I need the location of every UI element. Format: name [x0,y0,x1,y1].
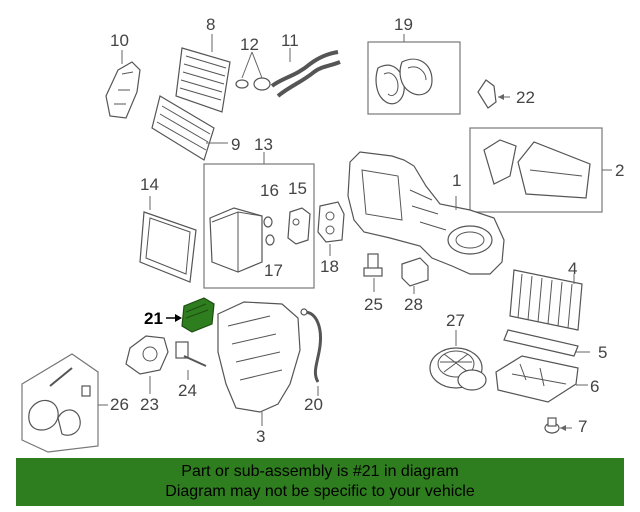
callout-1: 1 [452,171,462,190]
part-14-filter-frame [139,196,197,283]
callout-26: 26 [110,395,129,414]
callout-13: 13 [254,135,273,154]
part-5-seal [503,329,590,357]
banner-line-disclaimer: Diagram may not be specific to your vehi… [165,483,475,500]
callout-15: 15 [288,179,307,198]
callout-9: 9 [231,135,241,154]
callout-27: 27 [446,311,465,330]
callout-18: 18 [320,257,339,276]
part-11-ac-pipes [270,48,341,98]
callout-24: 24 [178,381,197,400]
part-26-kit [21,353,108,453]
part-24-sensor [175,341,207,380]
part-22-clip [477,79,510,109]
callout-19: 19 [394,15,413,34]
callout-14: 14 [140,175,159,194]
part-25-drain [363,253,383,292]
part-4-cabin-filter [509,269,583,331]
part-19-gaskets [367,34,461,115]
part-12-o-rings [235,51,271,91]
callout-12: 12 [240,35,259,54]
part-1-hvac-housing [347,151,505,275]
callout-5: 5 [598,343,608,362]
diagram-notice-banner: Part or sub-assembly is #21 in diagram D… [16,458,624,506]
callout-3: 3 [256,427,266,446]
callout-6: 6 [590,377,600,396]
callout-10: 10 [110,31,129,50]
banner-line-part-number: Part or sub-assembly is #21 in diagram [181,463,459,480]
part-21-highlighted [166,297,215,333]
callout-28: 28 [404,295,423,314]
callout-20: 20 [304,395,323,414]
part-3-heater-housing [217,301,301,426]
part-9-heater-core [151,95,228,161]
part-7-screw [544,417,572,434]
part-18-actuator [317,201,345,256]
part-28-bracket [401,257,429,294]
callout-17: 17 [264,261,283,280]
callout-21: 21 [144,309,163,328]
callout-25: 25 [364,295,383,314]
parts-diagram: 10 8 12 11 19 22 9 13 2 1 14 16 15 17 18… [21,15,625,453]
part-13-expansion-valve-kit [203,152,315,289]
callout-11: 11 [281,31,299,50]
part-10-bracket [105,50,141,119]
callout-2: 2 [615,161,625,180]
part-8-evaporator [175,34,231,113]
part-27-blower-motor [429,330,487,391]
callout-22: 22 [516,88,535,107]
callout-8: 8 [206,15,216,34]
part-23-actuator [125,335,169,394]
callout-7: 7 [578,417,588,436]
part-2-cover [469,127,612,213]
callout-16: 16 [260,181,279,200]
callout-23: 23 [140,395,159,414]
part-20-hose [300,308,322,396]
callout-4: 4 [568,259,578,278]
part-6-tray [495,355,588,403]
